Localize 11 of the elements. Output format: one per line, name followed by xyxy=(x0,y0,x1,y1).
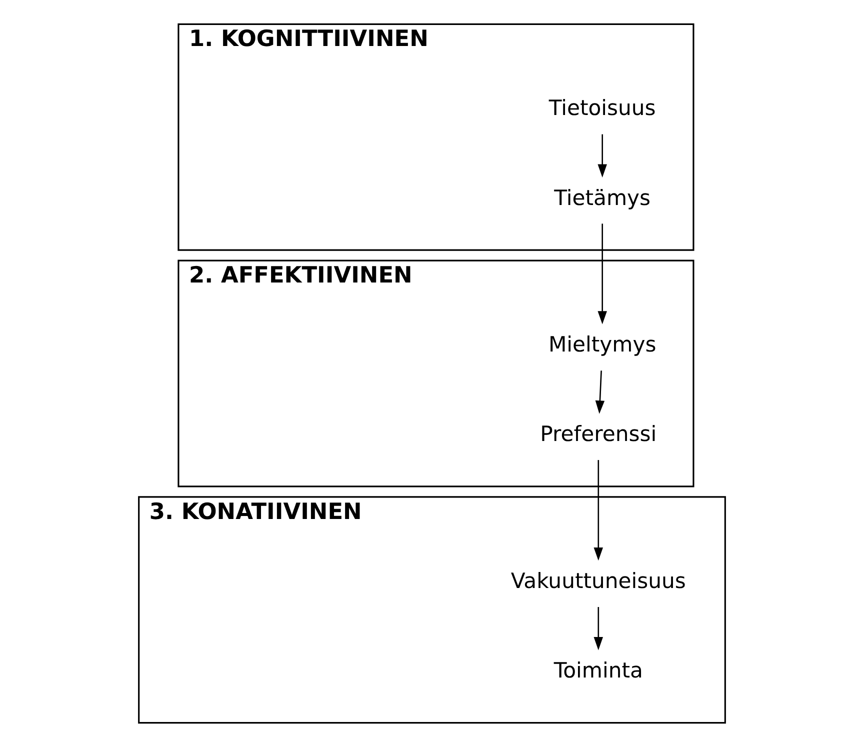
node-text: Tietoisuus xyxy=(548,95,656,120)
node-text: Preferenssi xyxy=(540,421,656,446)
node-text: Toiminta xyxy=(553,658,642,683)
arrow xyxy=(597,134,606,178)
arrow xyxy=(594,370,604,414)
node-text: Mieltymys xyxy=(548,331,656,356)
arrow xyxy=(593,607,603,650)
node-text: Tietämys xyxy=(554,184,650,210)
arrow xyxy=(597,224,606,324)
arrow xyxy=(593,460,603,561)
node-text: Vakuuttuneisuus xyxy=(510,568,686,593)
